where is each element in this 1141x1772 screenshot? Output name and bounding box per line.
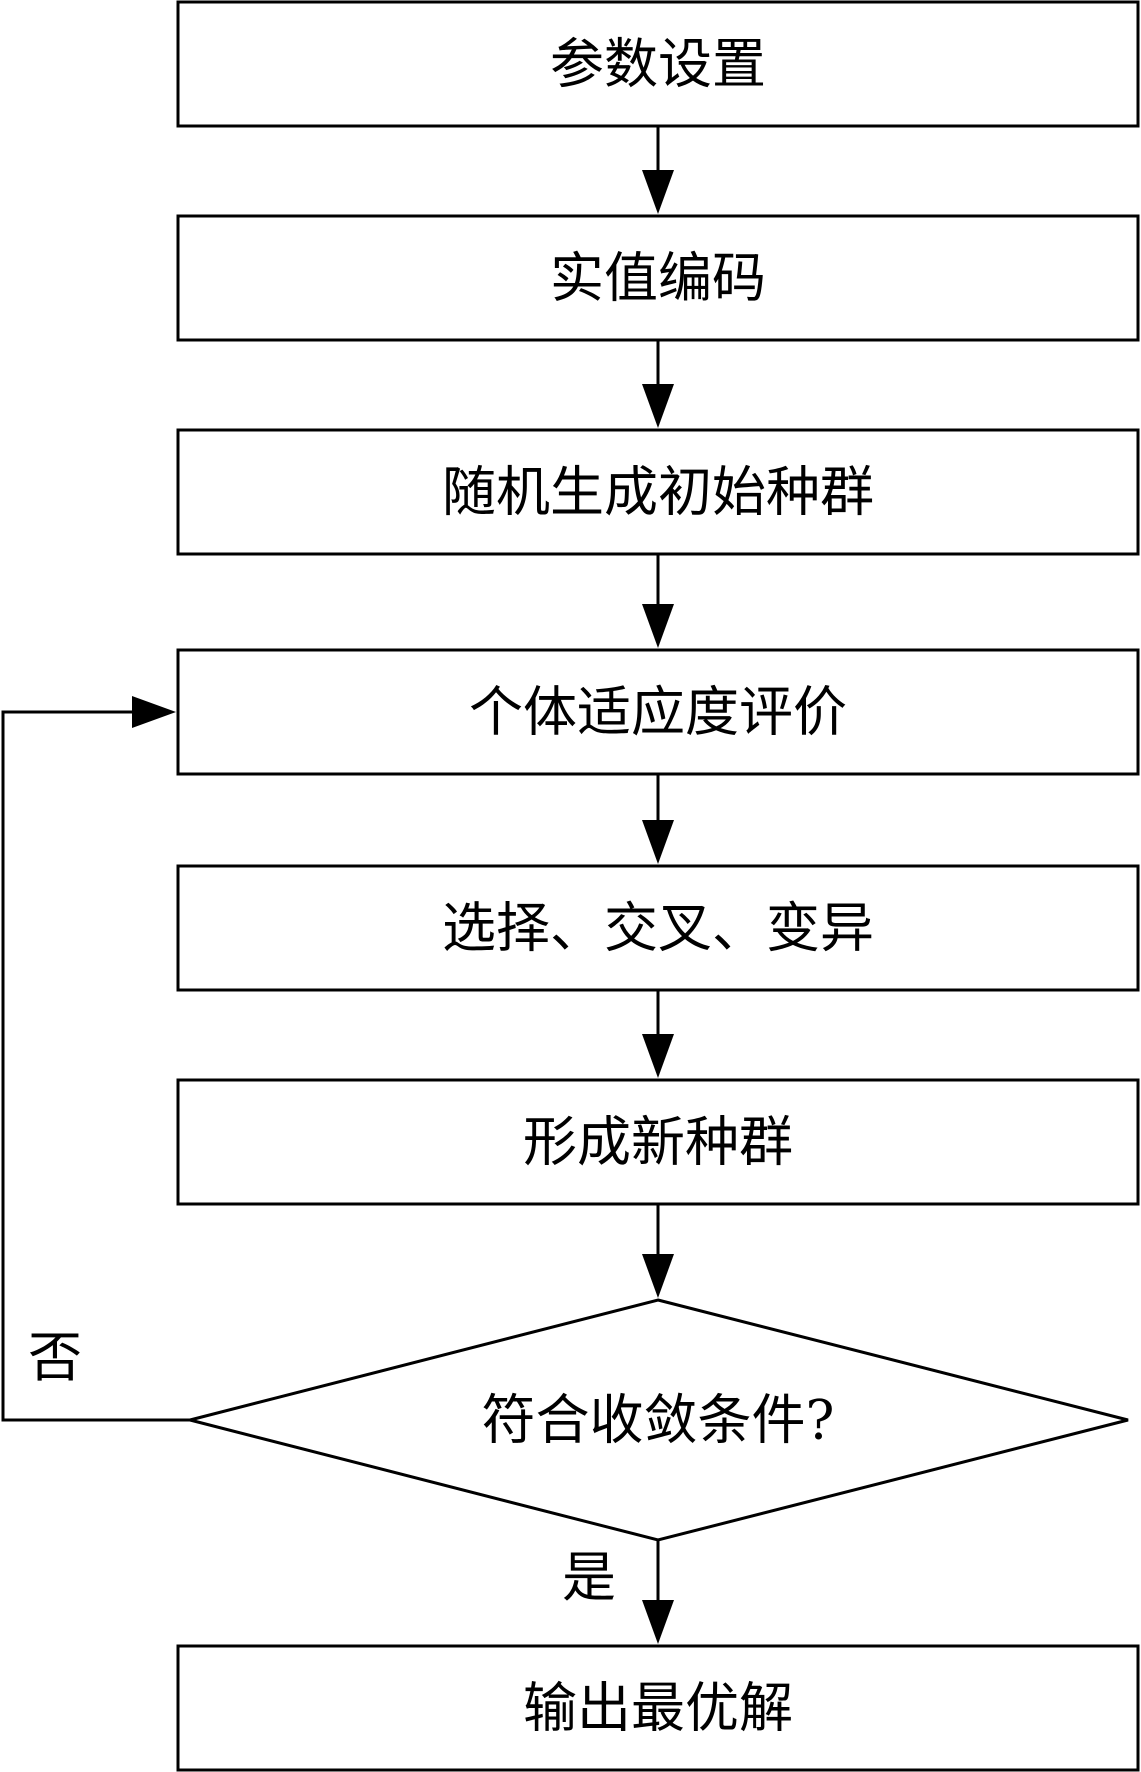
step-box-new-population (176, 1078, 1140, 1206)
step-label-new-population: 形成新种群 (523, 1111, 793, 1174)
arrow-6 (642, 1204, 674, 1298)
step-label-fitness-evaluation: 个体适应度评价 (469, 681, 847, 744)
step-label-parameter-setting: 参数设置 (550, 33, 766, 96)
no-label: 否 (28, 1326, 82, 1389)
step-box-output-optimal (176, 1644, 1140, 1772)
arrow-5 (642, 990, 674, 1078)
step-box-genetic-operators (176, 864, 1140, 992)
arrow-2 (642, 340, 674, 428)
step-label-output-optimal: 输出最优解 (523, 1677, 793, 1740)
arrow-3 (642, 554, 674, 648)
step-box-parameter-setting (176, 0, 1140, 128)
arrow-yes (642, 1540, 674, 1644)
decision-label: 符合收敛条件? (482, 1389, 835, 1452)
arrow-4 (642, 774, 674, 864)
step-label-real-coding: 实值编码 (550, 247, 766, 310)
step-box-init-population (176, 428, 1140, 556)
step-label-genetic-operators: 选择、交叉、变异 (442, 897, 874, 960)
yes-label: 是 (562, 1546, 616, 1609)
arrow-1 (642, 126, 674, 214)
arrow-no-loop (1, 696, 190, 1422)
step-label-init-population: 随机生成初始种群 (442, 461, 874, 524)
step-box-fitness-evaluation (176, 648, 1140, 776)
step-box-real-coding (176, 214, 1140, 342)
